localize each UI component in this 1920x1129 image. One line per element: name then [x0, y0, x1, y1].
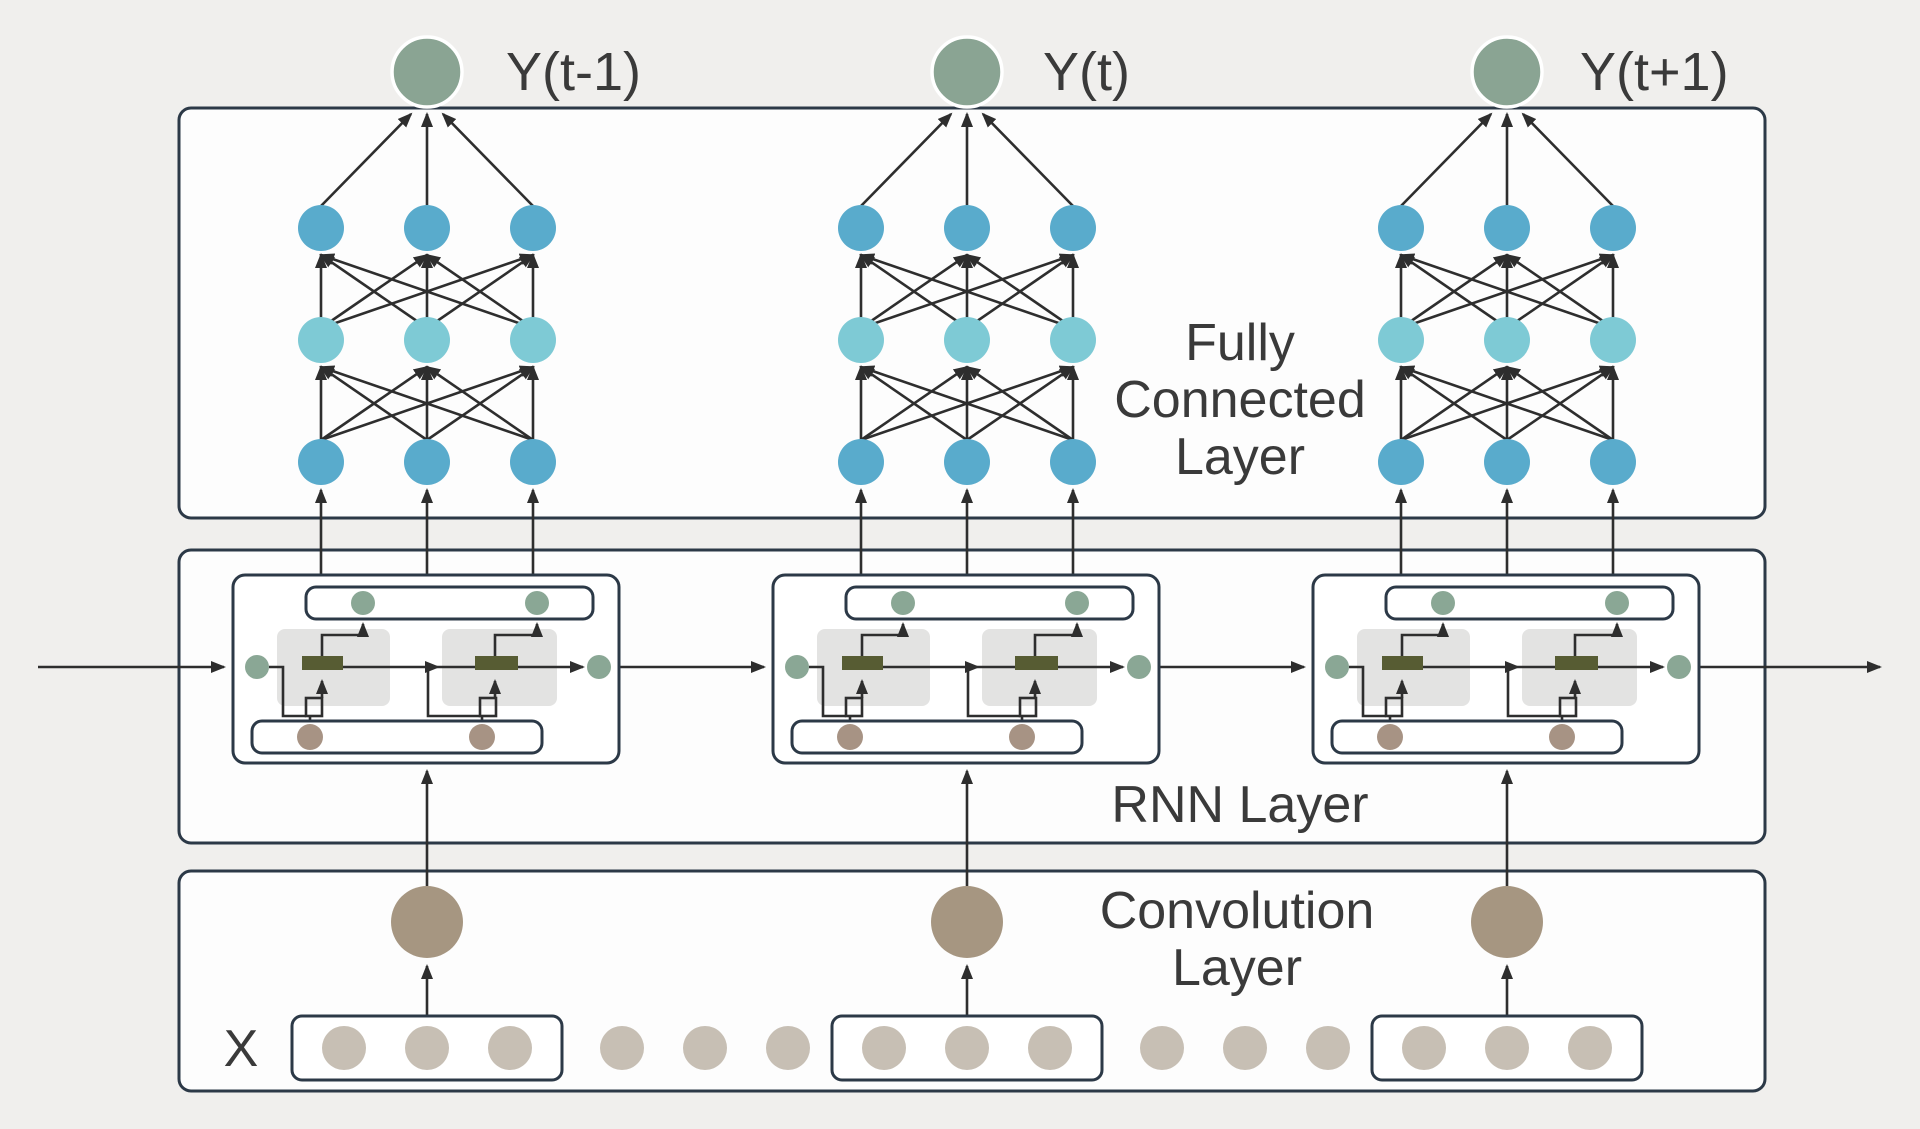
conv-layer-label-line2: Layer: [1172, 939, 1302, 997]
rnn-cell-t: [773, 575, 1159, 763]
input-dot: [683, 1026, 727, 1070]
rnn-cell-t+1: [1313, 575, 1699, 763]
output-label-t: Y(t): [1043, 42, 1130, 102]
convolution-layer-box: [177, 869, 1767, 1093]
input-dot: [1223, 1026, 1267, 1070]
input-dot: [600, 1026, 644, 1070]
input-dot: [1306, 1026, 1350, 1070]
output-label-t+1: Y(t+1): [1580, 42, 1729, 102]
rnn-cell-t-1: [233, 575, 619, 763]
rnn-layer-label: RNN Layer: [1111, 776, 1368, 834]
fc-layer-label-line1: Fully: [1185, 314, 1295, 372]
fc-layer-label-line3: Layer: [1175, 428, 1305, 486]
conv-layer-label-line1: Convolution: [1100, 882, 1375, 940]
input-sequence-label: X: [224, 1020, 259, 1078]
input-dot: [766, 1026, 810, 1070]
input-dot: [1140, 1026, 1184, 1070]
output-label-t-1: Y(t-1): [506, 42, 641, 102]
fc-layer-label-line2: Connected: [1114, 371, 1366, 429]
